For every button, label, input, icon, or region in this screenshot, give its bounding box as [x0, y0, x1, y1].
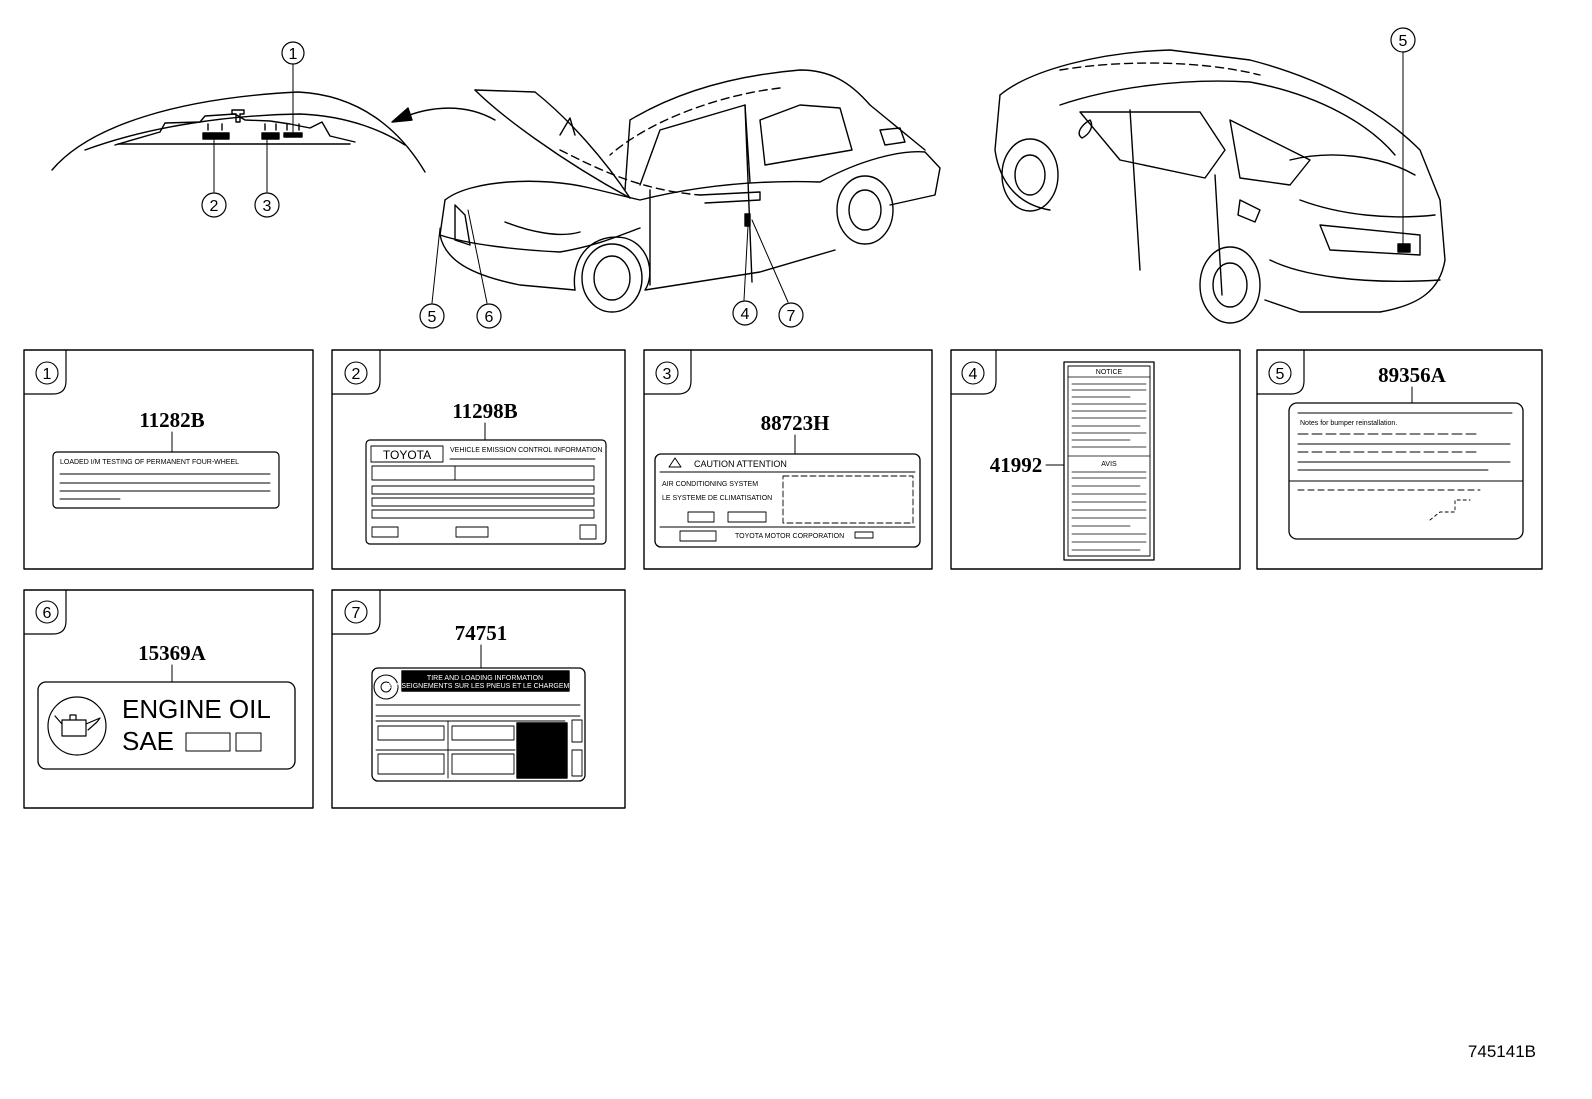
panel-7-number: 7 — [352, 605, 361, 622]
panel-1-part-no: 11282B — [139, 408, 204, 432]
panel-7-part-no: 74751 — [455, 621, 508, 645]
label-88723h — [654, 453, 921, 548]
label-41992 — [1063, 361, 1155, 561]
oil-can-icon — [54, 714, 101, 737]
label-88723h-title: CAUTION ATTENTION — [694, 459, 787, 469]
label-11298b-brand: TOYOTA — [383, 448, 431, 462]
front-car-illustration — [431, 69, 941, 313]
callout-3: 3 — [263, 198, 272, 215]
callout-5-front: 5 — [428, 309, 437, 326]
panel-4: 4 41992 NOTICE AVIS — [950, 349, 1241, 570]
callout-5-rear: 5 — [1399, 33, 1408, 50]
panel-2: 2 11298B TOYOTA VEHICLE EMISSION CONTROL… — [331, 349, 626, 570]
panel-6-part-no: 15369A — [138, 641, 207, 665]
panel-5: 5 89356A Notes for bumper reinstallation… — [1256, 349, 1543, 570]
label-11298b — [365, 439, 607, 545]
panel-1: 1 11282B LOADED I/M TESTING OF PERMANENT… — [23, 349, 314, 570]
callout-7: 7 — [787, 308, 796, 325]
hood-underside-illustration — [51, 63, 496, 193]
label-88723h-footer: TOYOTA MOTOR CORPORATION — [735, 533, 844, 540]
label-88723h-line2: LE SYSTEME DE CLIMATISATION — [662, 495, 772, 502]
panel-2-number: 2 — [352, 366, 361, 383]
top-callouts: 1 2 3 5 6 4 7 5 — [201, 27, 1416, 329]
panel-5-part-no: 89356A — [1378, 363, 1447, 387]
panel-1-number: 1 — [43, 366, 52, 383]
label-74751-line1: TIRE AND LOADING INFORMATION — [427, 675, 543, 682]
panel-6-number: 6 — [43, 605, 52, 622]
label-15369a-line1: ENGINE OIL — [122, 694, 271, 724]
panel-6: 6 15369A ENGINE OIL SAE — [23, 589, 314, 809]
label-74751 — [371, 667, 586, 782]
label-89356a — [1288, 402, 1524, 540]
callout-1: 1 — [289, 46, 298, 63]
callout-4: 4 — [741, 306, 750, 323]
label-11298b-header: VEHICLE EMISSION CONTROL INFORMATION — [450, 447, 602, 454]
label-15369a-line2: SAE — [122, 726, 174, 756]
label-74751-line2: RENSEIGNEMENTS SUR LES PNEUS ET LE CHARG… — [387, 683, 584, 690]
label-11282b — [52, 451, 280, 509]
panel-5-number: 5 — [1276, 366, 1285, 383]
panel-2-part-no: 11298B — [452, 399, 517, 423]
label-89356a-line1: Notes for bumper reinstallation. — [1300, 420, 1397, 427]
panel-3-number: 3 — [663, 366, 672, 383]
label-41992-section: AVIS — [1101, 461, 1117, 468]
diagram-reference-number: 745141B — [1468, 1042, 1536, 1061]
label-11282b-header: LOADED I/M TESTING OF PERMANENT FOUR-WHE… — [60, 459, 239, 466]
label-41992-title: NOTICE — [1096, 369, 1123, 376]
label-88723h-line1: AIR CONDITIONING SYSTEM — [662, 481, 758, 488]
callout-6: 6 — [485, 309, 494, 326]
rear-car-illustration — [994, 49, 1446, 324]
panel-3: 3 88723H CAUTION ATTENTION AIR CONDITION… — [643, 349, 933, 570]
label-15369a — [37, 681, 296, 770]
panel-4-number: 4 — [969, 366, 978, 383]
panel-3-part-no: 88723H — [761, 411, 830, 435]
panel-7: 7 74751 TIRE AND LOADING INFORMATION REN… — [331, 589, 626, 809]
callout-2: 2 — [210, 198, 219, 215]
panel-4-part-no: 41992 — [990, 453, 1043, 477]
